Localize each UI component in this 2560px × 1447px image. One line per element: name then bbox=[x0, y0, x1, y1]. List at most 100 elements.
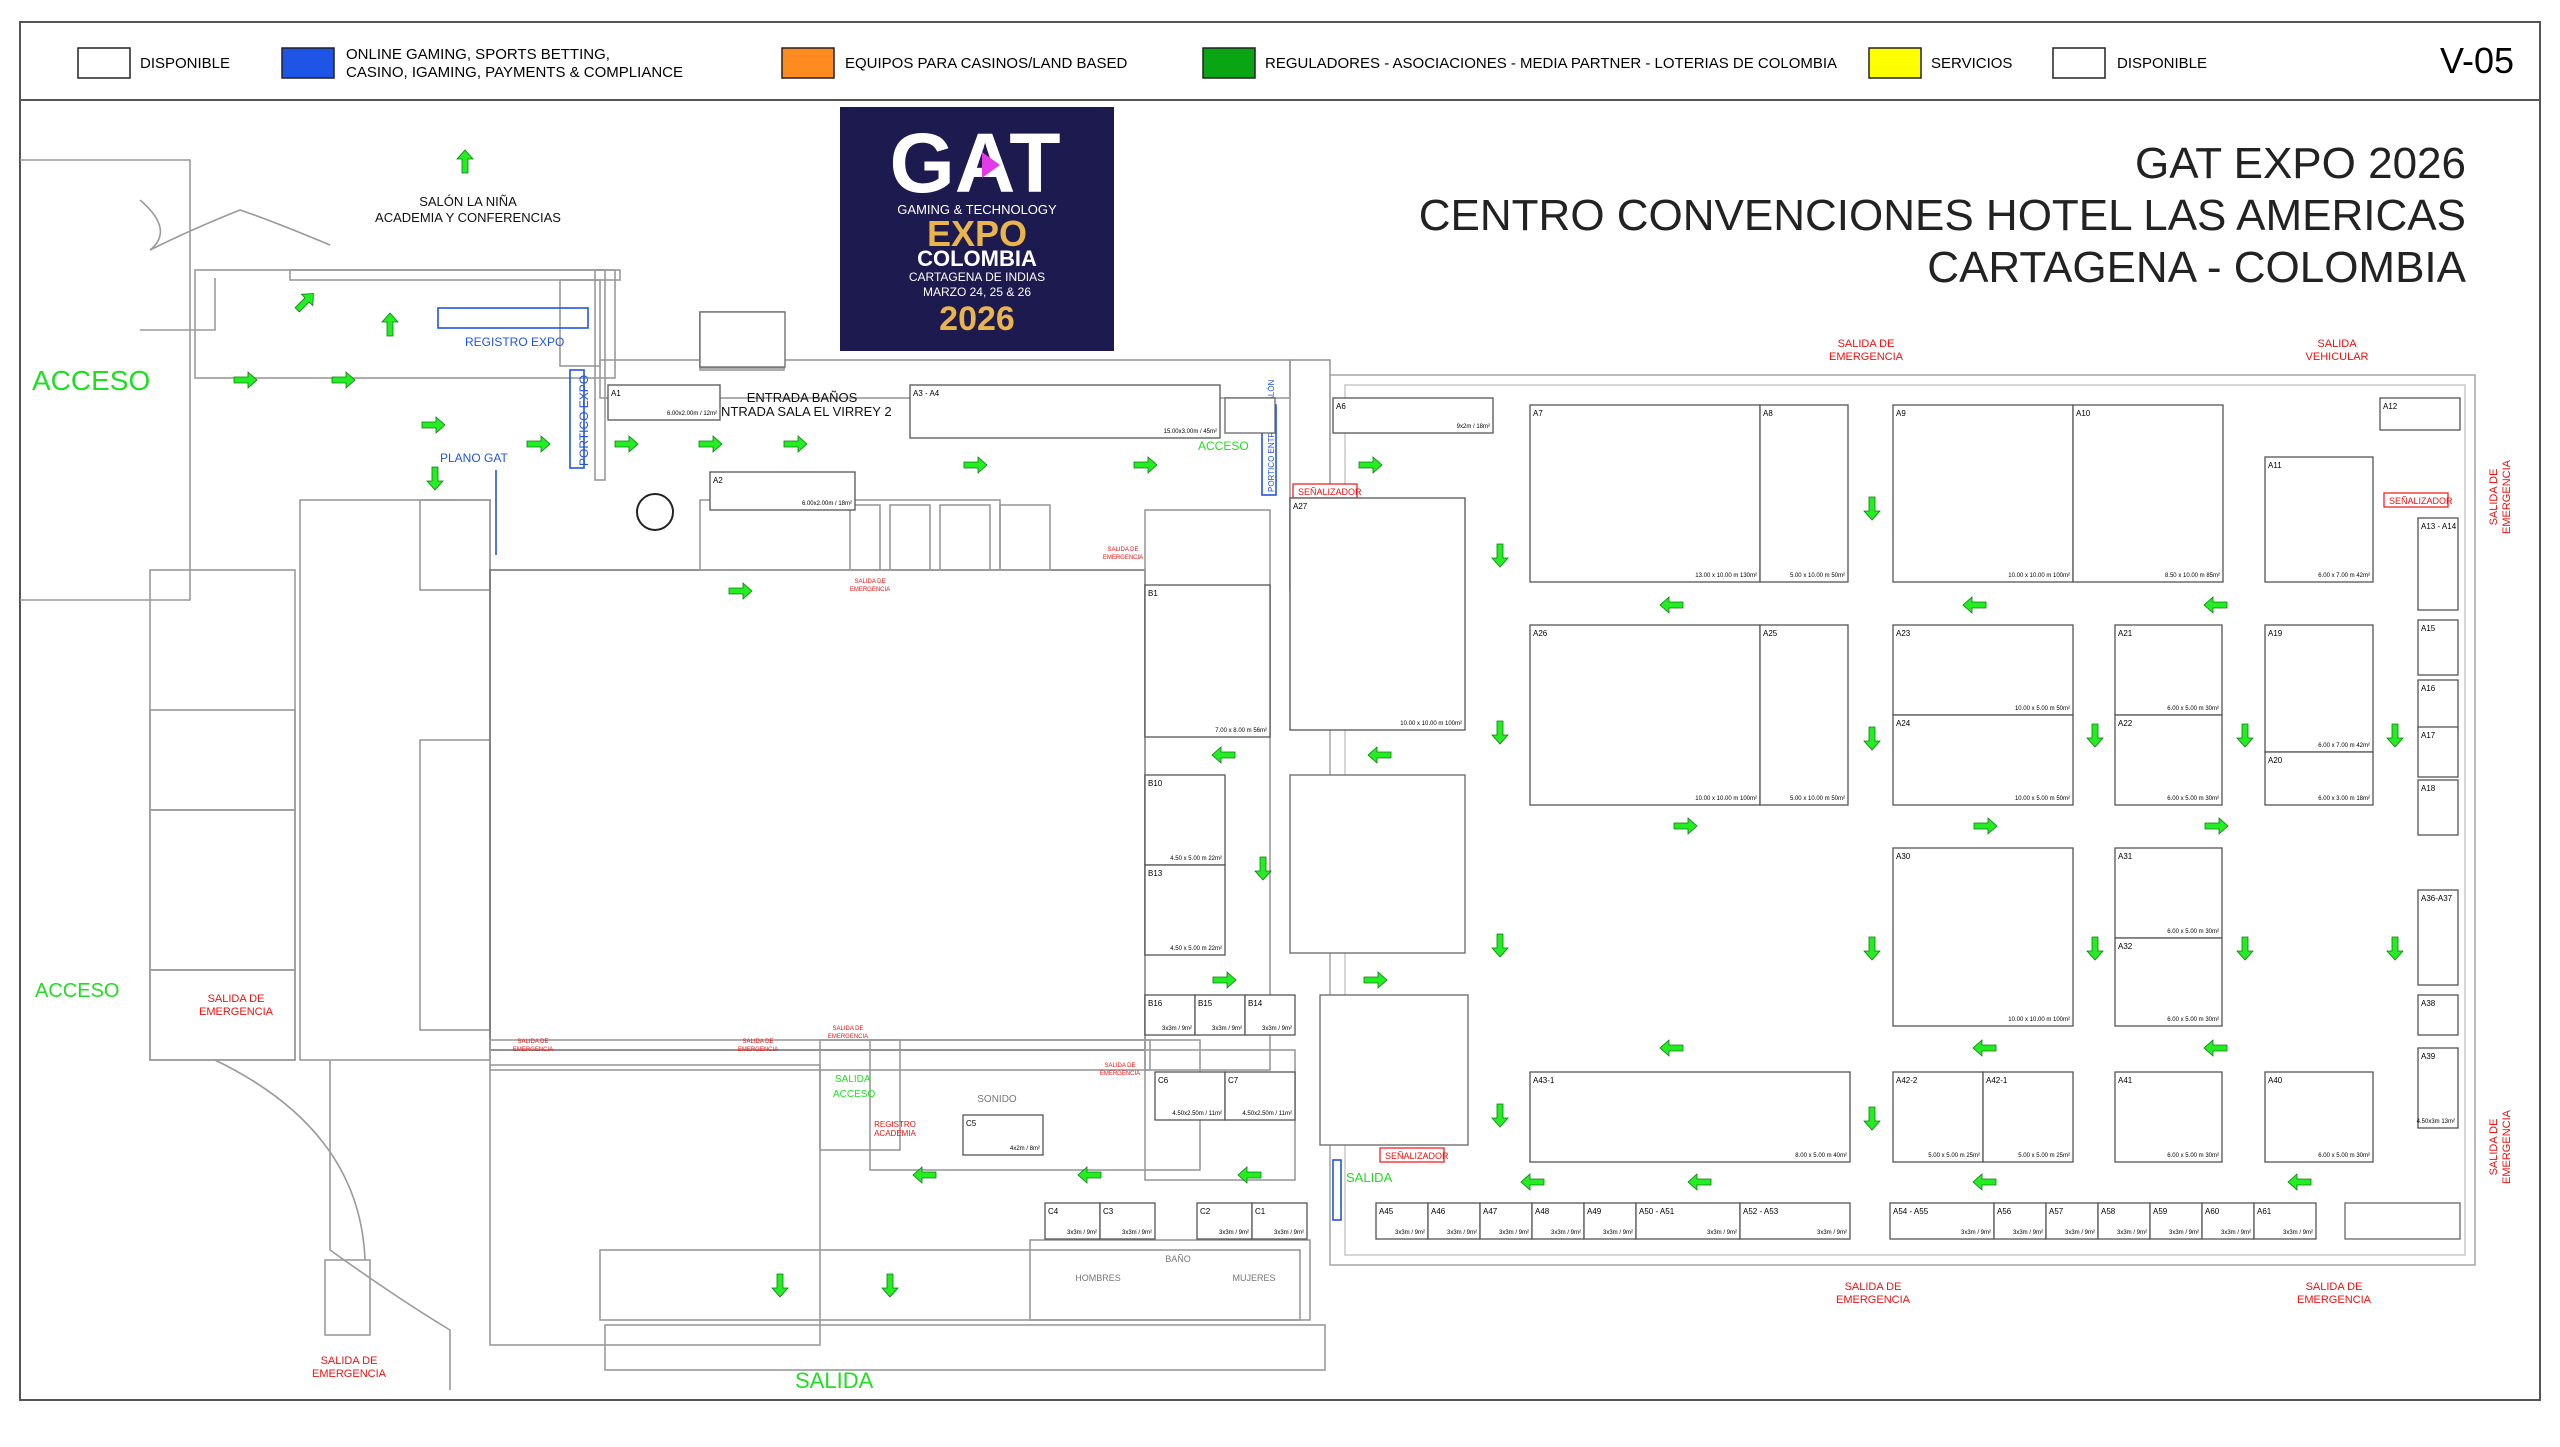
booth-a27-outline bbox=[1289, 497, 1466, 731]
place-labels: SALÓN LA NIÑA ACADEMIA Y CONFERENCIAS EN… bbox=[375, 194, 1275, 1283]
booth-a10-size: 8.50 x 10.00 m 85m² bbox=[2165, 573, 2220, 579]
booth-a2[interactable]: A26.00x2.00m / 18m² bbox=[709, 471, 856, 511]
booth-a1[interactable]: A16.00x2.00m / 12m² bbox=[607, 384, 721, 421]
bano-label: BAÑO bbox=[1165, 1254, 1191, 1264]
acceso-top-label: ACCESO bbox=[32, 365, 150, 396]
booth-b1[interactable]: B17.00 x 8.00 m 56m² bbox=[1144, 584, 1271, 738]
booth-a13-a14[interactable]: A13 - A14 bbox=[2417, 517, 2459, 611]
booth-a42-1[interactable]: A42-15.00 x 5.00 m 25m² bbox=[1982, 1071, 2074, 1163]
acceso-center-label: ACCESO bbox=[1198, 439, 1249, 453]
direction-arrow-icon bbox=[963, 456, 988, 474]
legend-swatch-disponible bbox=[77, 47, 131, 79]
logo-expo: EXPO bbox=[927, 213, 1027, 254]
emergencia-s6b: EMERGENCIA bbox=[1100, 1071, 1140, 1077]
booth-a18-id: A18 bbox=[2421, 784, 2436, 793]
booth-a43-1[interactable]: A43-18.00 x 5.00 m 40m² bbox=[1529, 1071, 1851, 1163]
booth-c1-id: C1 bbox=[1255, 1207, 1266, 1216]
booth-a12[interactable]: A12 bbox=[2379, 397, 2461, 431]
direction-arrow-icon bbox=[1367, 746, 1392, 764]
booth-c3-outline bbox=[1099, 1202, 1156, 1240]
booth-a2-size: 6.00x2.00m / 18m² bbox=[802, 501, 852, 507]
logo-brand: GAT bbox=[889, 116, 1060, 210]
direction-arrow-icon bbox=[1491, 1103, 1509, 1128]
booth-c7[interactable]: C74.50x2.50m / 11m² bbox=[1224, 1071, 1296, 1121]
booth-a36-a37[interactable]: A36-A37 bbox=[2417, 889, 2459, 986]
direction-arrow-icon bbox=[1863, 496, 1881, 521]
booth-a17[interactable]: A17 bbox=[2417, 726, 2459, 778]
booth-a15[interactable]: A15 bbox=[2417, 619, 2459, 676]
booth-a41-id: A41 bbox=[2118, 1076, 2133, 1085]
booth-a38[interactable]: A38 bbox=[2417, 994, 2459, 1036]
empty-stand-2 bbox=[699, 311, 786, 368]
booth-c6[interactable]: C64.50x2.50m / 11m² bbox=[1154, 1071, 1226, 1121]
booth-a16[interactable]: A16 bbox=[2417, 679, 2459, 731]
booth-a32-outline bbox=[2114, 937, 2223, 1027]
hombres-label: HOMBRES bbox=[1075, 1273, 1121, 1283]
booth-a3-a4-size: 15.00x3.00m / 45m² bbox=[1164, 429, 1217, 435]
booth-a9-outline bbox=[1892, 404, 2074, 583]
booth-a11-size: 6.00 x 7.00 m 42m² bbox=[2318, 573, 2370, 579]
booth-a27-id: A27 bbox=[1293, 502, 1308, 511]
booth-a18[interactable]: A18 bbox=[2417, 779, 2459, 836]
direction-arrow-icon bbox=[381, 312, 399, 337]
booth-a8-outline bbox=[1759, 404, 1849, 583]
booth-a42-2[interactable]: A42-25.00 x 5.00 m 25m² bbox=[1892, 1071, 1984, 1163]
emergencia-s2b: EMERGENCIA bbox=[1103, 555, 1143, 561]
booth-a8[interactable]: A85.00 x 10.00 m 50m² bbox=[1759, 404, 1849, 583]
emergencia-s4a: SALIDA DE bbox=[742, 1039, 773, 1045]
booth-c6-id: C6 bbox=[1158, 1076, 1169, 1085]
booth-a46-outline bbox=[1427, 1202, 1481, 1240]
booth-c3-id: C3 bbox=[1103, 1207, 1114, 1216]
logo-dates: MARZO 24, 25 & 26 bbox=[923, 285, 1031, 299]
salon-sublabel: ACADEMIA Y CONFERENCIAS bbox=[375, 210, 561, 225]
booth-a17-outline bbox=[2417, 726, 2459, 778]
booth-a52-a53-size: 3x3m / 9m² bbox=[1817, 1230, 1847, 1236]
